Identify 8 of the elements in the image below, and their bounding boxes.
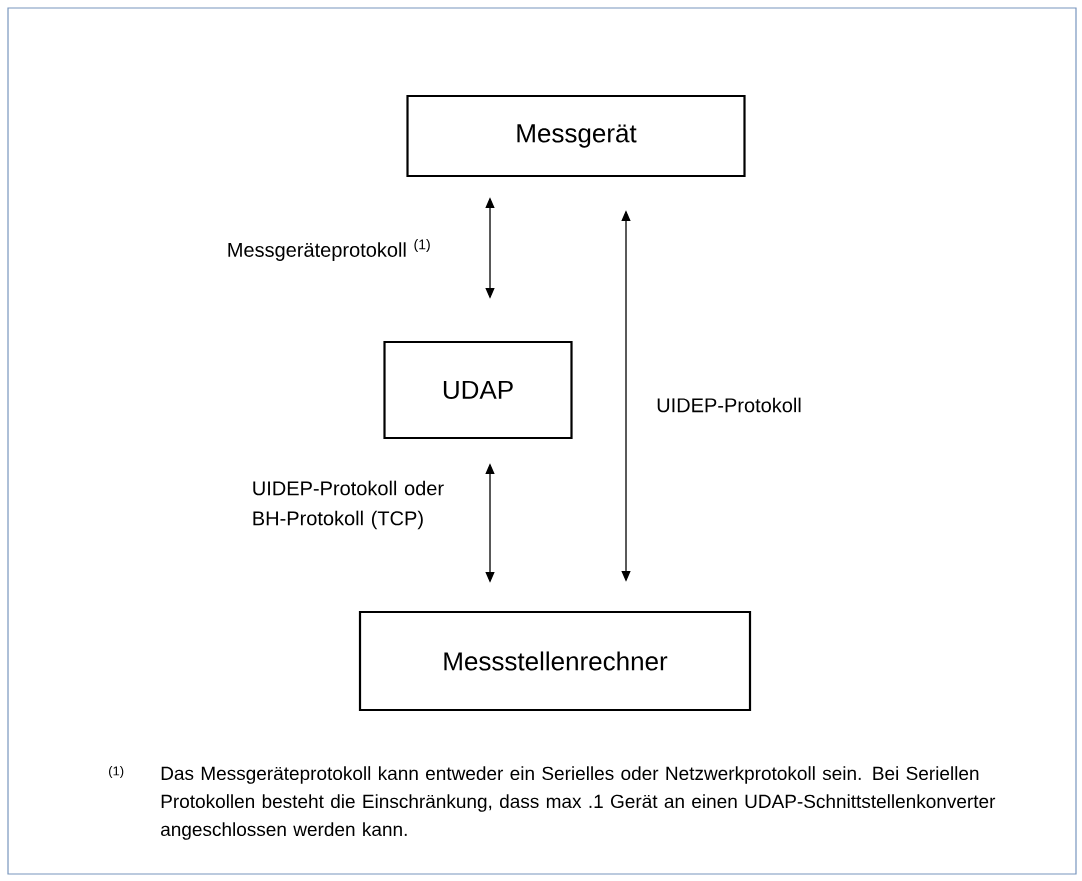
- process-box: Messstellenrechner: [358, 610, 752, 712]
- footnote-marker: (1): [109, 765, 124, 779]
- edge-label: UIDEP-Protokoll: [657, 397, 801, 413]
- process-box: UDAP: [383, 340, 573, 440]
- edge-label: UIDEP-Protokoll oder BH-Protokoll (TCP): [253, 480, 444, 530]
- footnote-text: Das Messgeräteprotokoll kann entweder ein Serielles oder Netzwerkprotokoll sein. Bei Seriellen Protokollen besteht die Einschränkung, dass max .1 Gerät an einen UDAP-Schnittstellenkonverter angeschlossen werden kann.: [161, 766, 996, 840]
- edge-label: Messgeräteprotokoll $^{(1)}$: [228, 239, 430, 261]
- process-box: Messgerät: [406, 94, 746, 178]
